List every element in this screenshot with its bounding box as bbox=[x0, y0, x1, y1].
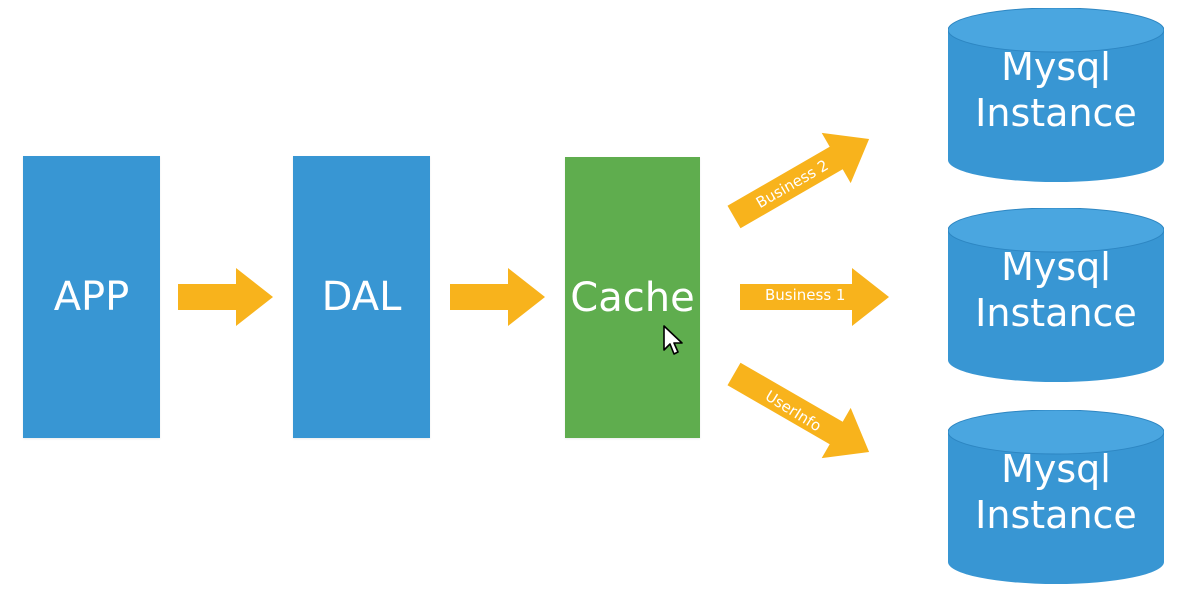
db-label-line2: Instance bbox=[975, 291, 1137, 335]
business1-label: Business 1 bbox=[765, 286, 846, 304]
dal-label: DAL bbox=[321, 274, 402, 320]
database-cylinder-icon bbox=[948, 208, 1164, 382]
database-cylinder-icon bbox=[948, 410, 1164, 584]
database-cylinder-icon bbox=[948, 8, 1164, 182]
userinfo-arrow bbox=[727, 362, 870, 459]
mouse-pointer-icon bbox=[663, 325, 683, 355]
db-label-line1: Mysql bbox=[1001, 447, 1111, 491]
business1-arrow bbox=[740, 268, 889, 326]
business2-arrow bbox=[727, 132, 870, 229]
cache-box: Cache bbox=[565, 157, 700, 438]
mysql-instance-2: Mysql Instance bbox=[948, 208, 1164, 386]
db-label-line2: Instance bbox=[975, 91, 1137, 135]
cache-label: Cache bbox=[570, 274, 695, 321]
app-box: APP bbox=[23, 156, 160, 438]
db-label-line1: Mysql bbox=[1001, 245, 1111, 289]
mysql-instance-1: Mysql Instance bbox=[948, 8, 1164, 186]
db-label-line1: Mysql bbox=[1001, 45, 1111, 89]
app-to-dal-arrow bbox=[178, 268, 273, 326]
dal-box: DAL bbox=[293, 156, 430, 438]
mysql-instance-3: Mysql Instance bbox=[948, 410, 1164, 588]
dal-to-cache-arrow bbox=[450, 268, 545, 326]
db-label-line2: Instance bbox=[975, 493, 1137, 537]
app-label: APP bbox=[53, 274, 130, 320]
